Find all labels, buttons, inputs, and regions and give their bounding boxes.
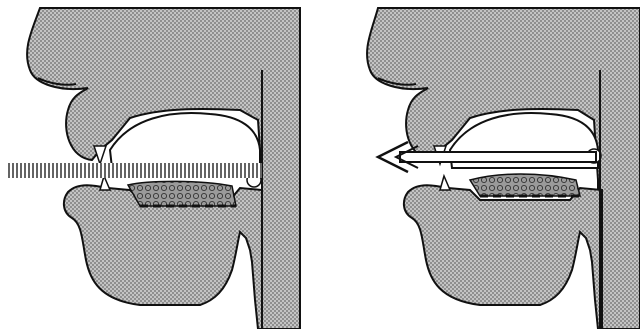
left-panel bbox=[8, 8, 300, 329]
arrow-shaft bbox=[400, 152, 596, 162]
oral-cavity bbox=[110, 113, 260, 168]
tongue-right bbox=[470, 174, 580, 196]
lower-teeth bbox=[100, 176, 110, 190]
hatched-airstream-bar bbox=[8, 163, 262, 178]
lower-jaw-right bbox=[404, 185, 602, 329]
right-panel bbox=[367, 8, 640, 329]
tongue bbox=[128, 181, 236, 206]
lower-teeth-right bbox=[440, 176, 450, 190]
